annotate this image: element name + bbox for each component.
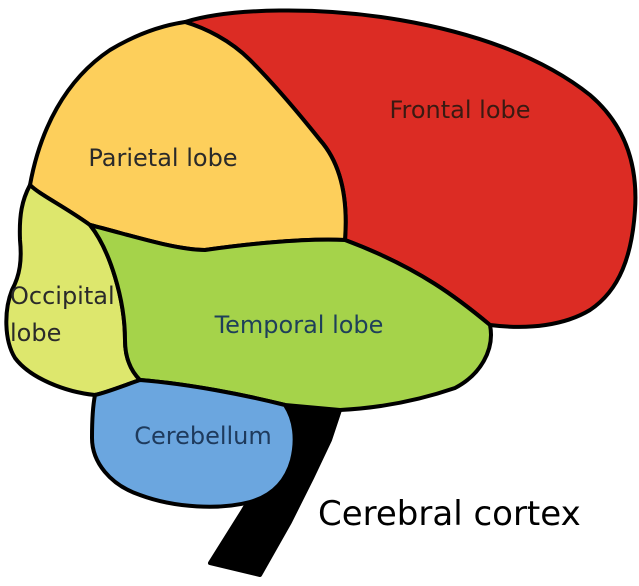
occipital-lobe-label-line2: lobe: [10, 319, 61, 347]
temporal-lobe-label: Temporal lobe: [214, 311, 384, 339]
cerebellum-region: [90, 378, 297, 509]
temporal-lobe-region: [88, 223, 493, 412]
parietal-lobe-label: Parietal lobe: [88, 144, 237, 172]
diagram-caption: Cerebral cortex: [318, 494, 581, 534]
frontal-lobe-label: Frontal lobe: [389, 96, 530, 124]
occipital-lobe-label-line1: Occipital: [10, 282, 115, 310]
cerebellum-label: Cerebellum: [134, 422, 272, 450]
